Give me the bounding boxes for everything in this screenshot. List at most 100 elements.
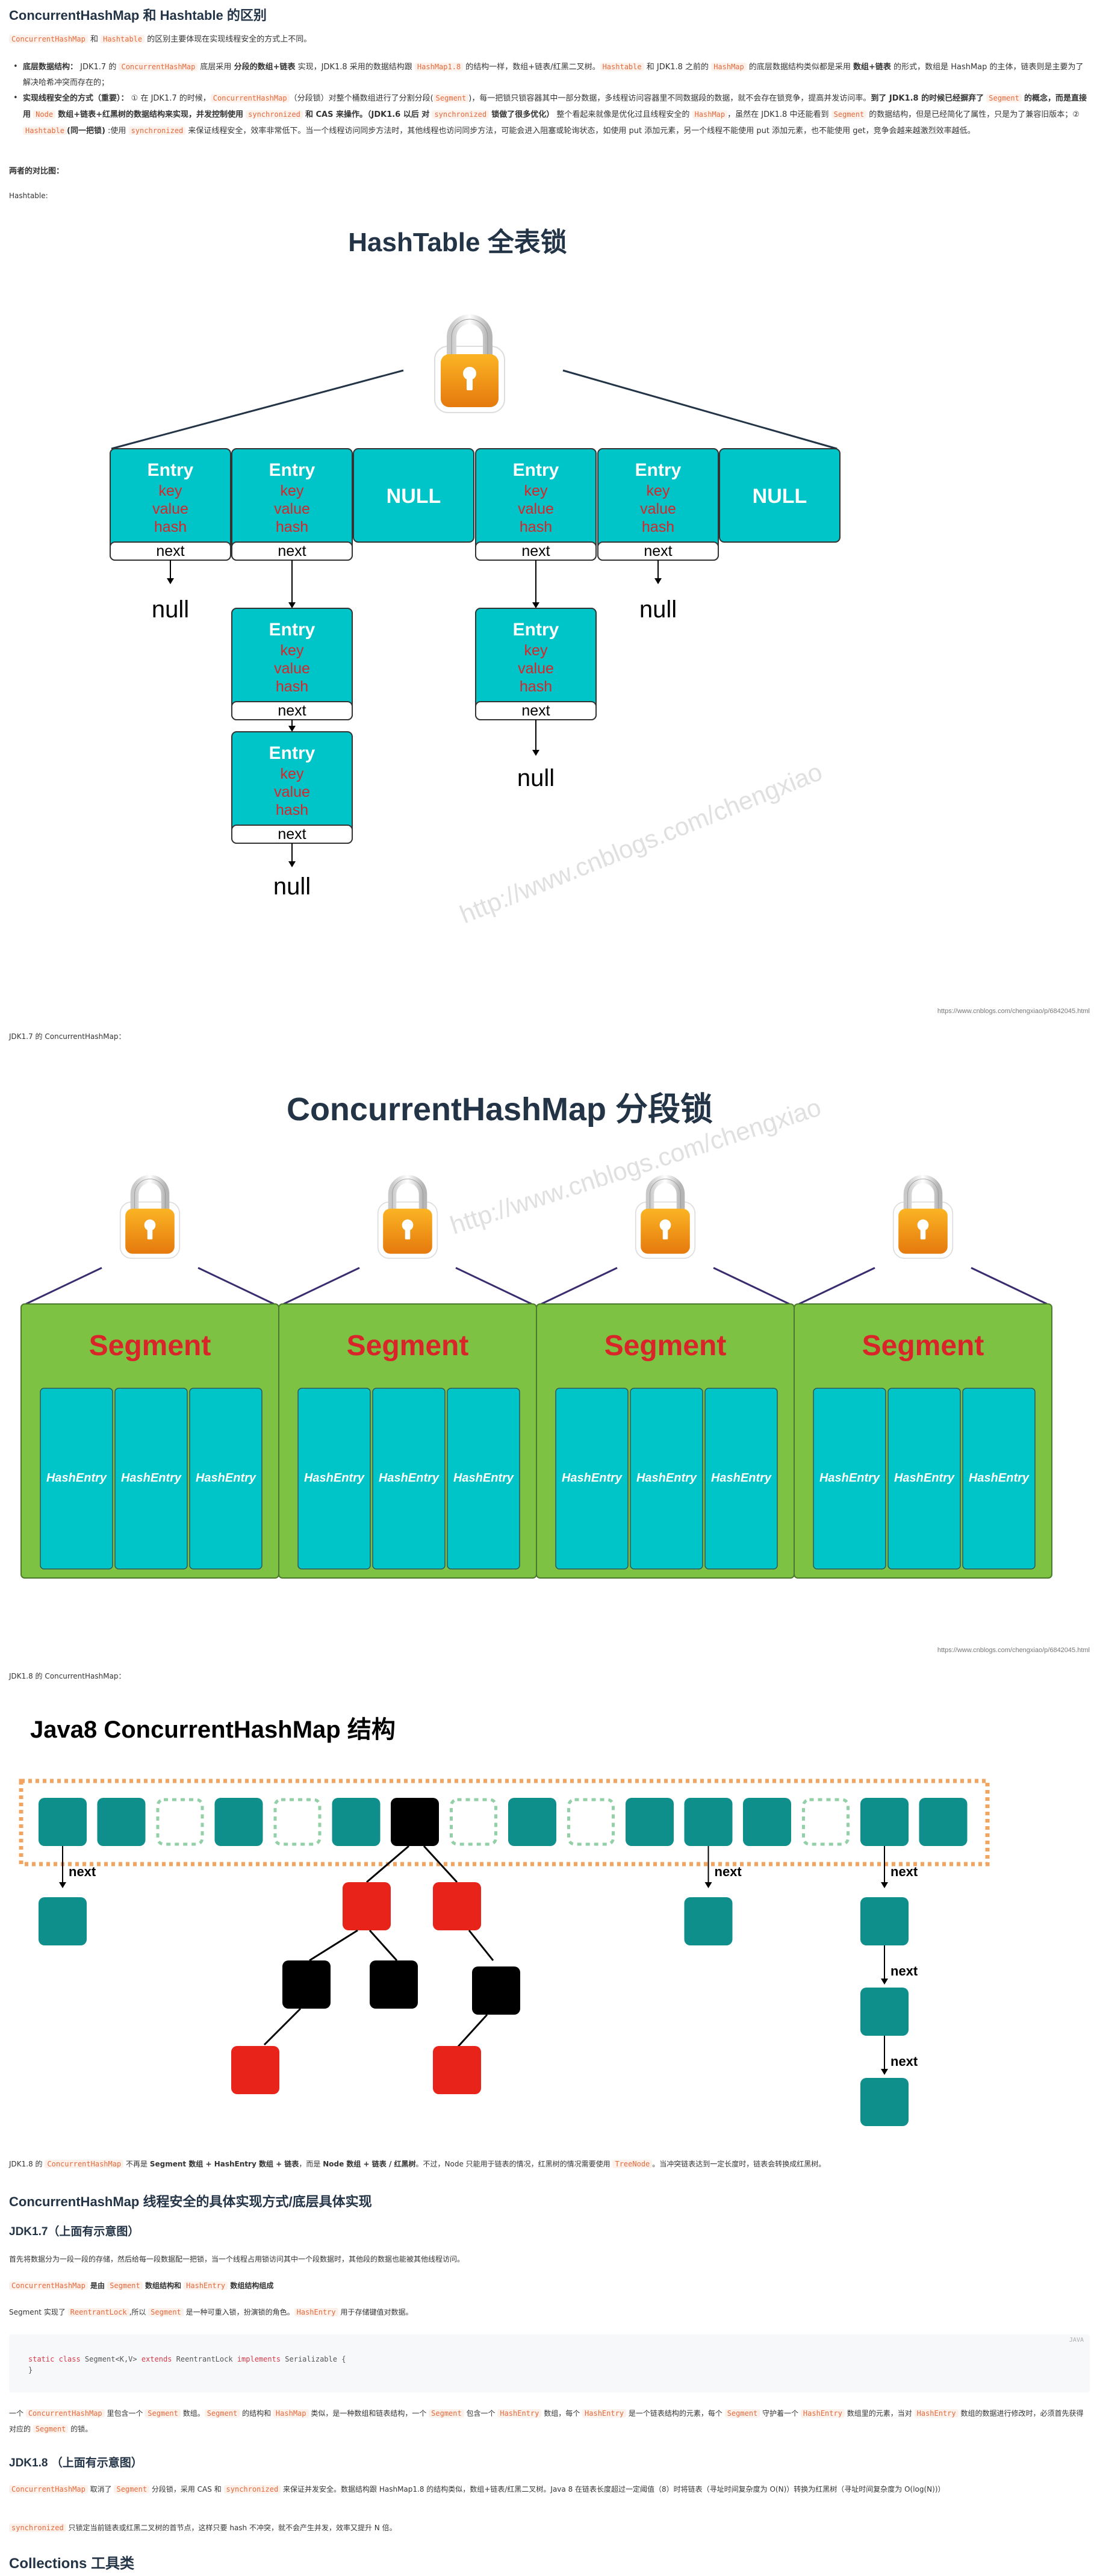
text: Segment 实现了 [9, 2308, 68, 2316]
empty-cell [802, 1798, 850, 1846]
null-text: null [639, 596, 677, 623]
lock-icon [378, 1179, 438, 1259]
section-heading: Collections 工具类 [9, 2556, 135, 2572]
inline-code: Segment [145, 2409, 181, 2418]
bullet-dot: • [13, 62, 18, 71]
node-cell [214, 1798, 263, 1846]
empty-cell [273, 1798, 322, 1846]
text: 分段锁，采用 CAS 和 [149, 2485, 224, 2493]
null-box-label: NULL [753, 485, 807, 508]
hashentry-box [887, 1388, 961, 1570]
inline-code: synchronized [128, 126, 186, 135]
text: ，而是 [299, 2160, 323, 2168]
node-cell [626, 1798, 674, 1846]
text: 数组。 [180, 2409, 205, 2418]
inline-code: HashEntry [800, 2409, 845, 2418]
next-label: next [890, 1864, 918, 1879]
text: 和 [87, 35, 101, 44]
entry-label: Entry [269, 460, 315, 480]
list-node [860, 2078, 909, 2126]
empty-cell [450, 1798, 497, 1846]
source-url: https://www.cnblogs.com/chengxiao/p/6842… [937, 1647, 1090, 1654]
text: （分段锁）对整个桶数组进行了分割分段( [289, 94, 434, 103]
paragraph: 首先将数据分为一段一段的存储，然后给每一段数据配一把锁，当一个线程占用锁访问其中… [9, 2255, 465, 2263]
text: 的数据结构，但是已经简化了属性，只是为了兼容旧版本；② [866, 110, 1080, 119]
node-cell [743, 1798, 791, 1846]
text: 一个 [9, 2409, 26, 2418]
text: 只锁定当前链表或红黑二叉树的首节点，这样只要 hash 不冲突，就不会产生并发，… [66, 2524, 397, 2532]
key-label: key [281, 766, 304, 782]
inline-code: ConcurrentHashMap [9, 2485, 88, 2493]
text: 里包含一个 [104, 2409, 146, 2418]
next-label: next [644, 543, 672, 560]
inline-code: HashEntry [184, 2281, 228, 2290]
inline-code: ConcurrentHashMap [210, 94, 290, 102]
tree-node-red [433, 1882, 481, 1930]
inline-code: Node [33, 110, 56, 119]
connector-line [455, 1267, 532, 1305]
hashentry-box [40, 1388, 113, 1570]
text: 包含一个 [464, 2409, 498, 2418]
tree-node-black [282, 1960, 331, 2009]
segment-label: Segment [347, 1330, 469, 1362]
next-label: next [278, 826, 306, 843]
hashtable-label: Hashtable: [9, 192, 48, 200]
inline-code: synchronized [9, 2524, 66, 2532]
inline-code: synchronized [223, 2485, 281, 2493]
bullet-data-structure: • 底层数据结构： JDK1.7 的 ConcurrentHashMap 底层采… [13, 59, 1089, 91]
hashentry-box [114, 1388, 188, 1570]
value-label: value [274, 501, 310, 517]
null-text: null [273, 873, 311, 900]
inline-code: HashMap [692, 110, 728, 119]
text: 数组，每个 [541, 2409, 583, 2418]
next-label: next [890, 1963, 918, 1979]
text: 和 JDK1.8 之前的 [644, 63, 712, 72]
bold-text: 数组+链表+红黑树的数据结构来实现，并发控制使用 [58, 110, 243, 119]
inline-code: Segment [33, 2425, 69, 2433]
hashentry-label: HashEntry [819, 1471, 880, 1485]
key-label: key [647, 482, 670, 499]
jdk18-label: JDK1.8 的 ConcurrentHashMap： [9, 1672, 126, 1680]
tree-node-black [370, 1960, 418, 2009]
inline-code: HashMap [273, 2409, 309, 2418]
subsection-heading: JDK1.7（上面有示意图） [9, 2225, 140, 2238]
inline-code: ReentrantLock [67, 2308, 129, 2316]
value-label: value [274, 784, 310, 800]
inline-code: HashEntry [914, 2409, 959, 2418]
text: JDK1.7 的 [80, 63, 119, 72]
code-block[interactable]: JAVA static class Segment<K,V> extends R… [9, 2334, 1090, 2392]
tree-edge [263, 2007, 302, 2046]
treebin-cell [391, 1798, 439, 1846]
section-heading: ConcurrentHashMap 线程安全的具体实现方式/底层具体实现 [9, 2194, 372, 2209]
inline-code: ConcurrentHashMap [45, 2160, 124, 2168]
arrow-head [288, 861, 296, 867]
tree-node-red [433, 2046, 481, 2094]
hash-label: hash [520, 678, 552, 695]
inline-code: Segment [204, 2409, 240, 2418]
list-node [39, 1897, 87, 1945]
inline-code: Segment [429, 2409, 464, 2418]
next-label: next [521, 702, 550, 719]
text: 用于存储键值对数据。 [338, 2308, 413, 2316]
arrow-head [167, 578, 174, 584]
connector-line [798, 1267, 875, 1305]
key-label: key [524, 642, 548, 659]
tree-edge [368, 1929, 398, 1962]
text: 不再是 [123, 2160, 150, 2168]
hashentry-box [813, 1388, 886, 1570]
text: )，每一把锁只锁容器其中一部分数据，多线程访问容器里不同数据段的数据，就不会存在… [468, 94, 871, 103]
tree-edge [309, 1929, 358, 1962]
code-line: static class Segment<K,V> extends Reentr… [28, 2353, 346, 2366]
segment-label: Segment [862, 1330, 984, 1362]
tree-node-red [343, 1882, 391, 1930]
connector-line [283, 1267, 360, 1305]
null-box [719, 448, 841, 543]
